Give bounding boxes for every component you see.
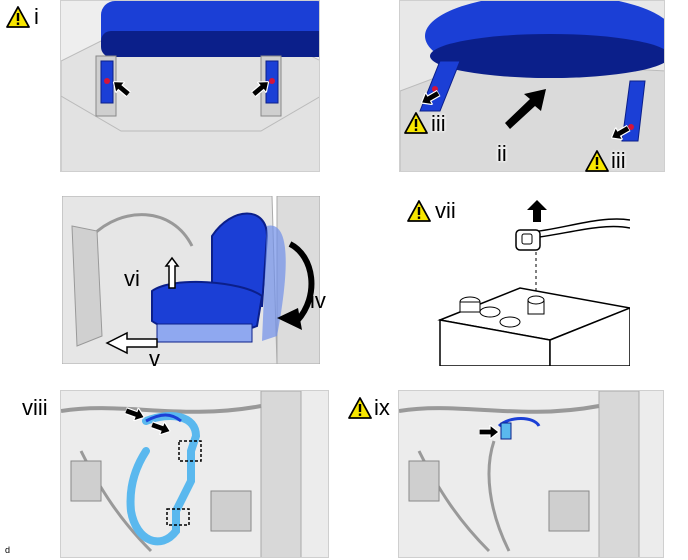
warning-triangle-icon (6, 6, 30, 28)
panel-step-iv-v-vi (62, 196, 320, 364)
seat-rear-rails-illustration (61, 1, 319, 171)
step-label-ix: ix (374, 395, 390, 420)
warning-triangle-icon (348, 397, 372, 419)
step-label-iv: iv (310, 288, 326, 313)
step-label-vi: vi (124, 266, 140, 291)
panel-step-i (60, 0, 320, 172)
panel-step-vii (430, 190, 630, 366)
step-label-i: i (34, 4, 39, 29)
warning-triangle-icon (585, 150, 609, 172)
corner-label: d (5, 545, 11, 555)
wire-harness-clamp-illustration (399, 391, 663, 557)
seat-removal-illustration (62, 196, 320, 364)
warning-triangle-icon (407, 200, 431, 222)
step-label-ii: ii (497, 141, 507, 166)
warning-triangle-icon (404, 112, 428, 134)
seat-front-rails-illustration (400, 1, 664, 171)
panel-step-ix (398, 390, 664, 558)
step-label-iii-left: iii (431, 111, 446, 136)
step-label-iii-right: iii (611, 148, 626, 173)
wire-harness-routing-illustration (61, 391, 328, 557)
step-label-vii: vii (435, 198, 456, 223)
panel-step-viii (60, 390, 329, 558)
step-label-viii: viii (22, 395, 48, 420)
panel-step-ii-iii (399, 0, 665, 172)
step-label-v: v (149, 346, 160, 371)
battery-terminal-illustration (437, 200, 630, 366)
